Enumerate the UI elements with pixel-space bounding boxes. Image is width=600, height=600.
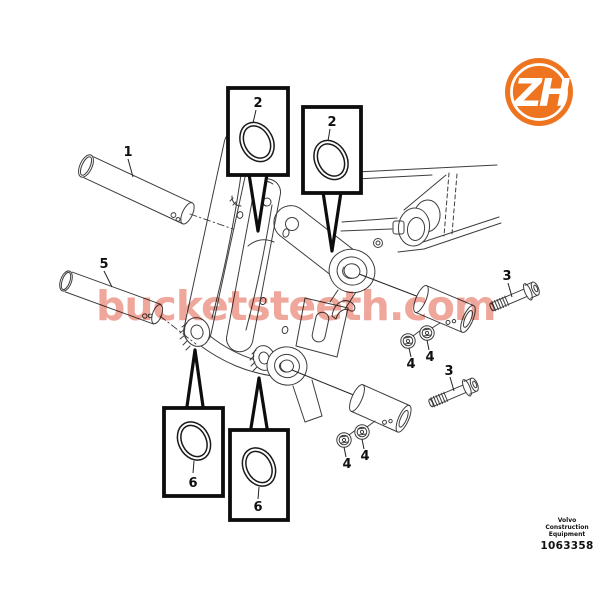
brand-name-line2: Equipment [548,531,586,539]
callout-label-1: 1 [123,145,132,160]
oring-callout-6-left: 6 [162,348,225,498]
brand-name-line1: Volvo Construction [545,517,589,532]
oring-callout-2-left: 2 [226,86,290,233]
callout-label-4-upper-a: 4 [406,357,415,372]
nuts-upper [400,322,441,349]
o-ring-icon [241,447,277,487]
bushing-upper [413,285,476,333]
leader-pin-5 [103,270,113,288]
o-ring-icon [239,121,275,163]
callout-label-6-right: 6 [253,500,262,515]
nuts-lower [336,420,376,448]
callout-label-3-upper: 3 [502,269,511,284]
callout-label-3-lower: 3 [444,364,453,379]
leader-nut-upper-a [408,347,412,358]
pin-1 [78,154,234,230]
pin-5 [59,270,197,345]
callout-label-2-right: 2 [327,115,336,130]
callout-label-6-left: 6 [188,476,197,491]
leader-bolt-upper [507,282,513,298]
bolt-upper [489,281,540,312]
leader-nut-upper-b [426,339,430,351]
callout-label-4-lower-b: 4 [360,449,369,464]
oring-callout-2-right: 2 [301,105,363,253]
callout-label-4-upper-b: 4 [425,350,434,365]
leader-hub-to-bushing-upper [358,273,420,298]
bolt-lower [428,377,479,408]
brand-logo: ZH [505,58,573,126]
callout-label-4-lower-a: 4 [342,457,351,472]
figure-number: 1063358 [540,539,594,552]
leader-nut-lower-b [361,438,365,450]
bushing-lower [349,384,412,433]
boom-arm [340,164,502,253]
logo-monogram: ZH [513,71,570,115]
callout-label-2-left: 2 [253,96,262,111]
logo-ring [510,63,568,121]
leader-bolt-lower [449,376,455,392]
leader-pin-1 [127,158,134,178]
callout-label-5: 5 [99,257,108,272]
logo-circle [505,58,573,126]
o-ring-icon [313,139,349,181]
leader-hub-to-bushing-lower [291,369,357,397]
leader-nut-lower-a [343,446,347,458]
figure-footer: Volvo Construction Equipment 1063358 [536,517,598,552]
watermark: bucketsteeth.com [96,282,497,330]
o-ring-icon [176,421,212,461]
oring-callout-6-right: 6 [228,376,290,522]
